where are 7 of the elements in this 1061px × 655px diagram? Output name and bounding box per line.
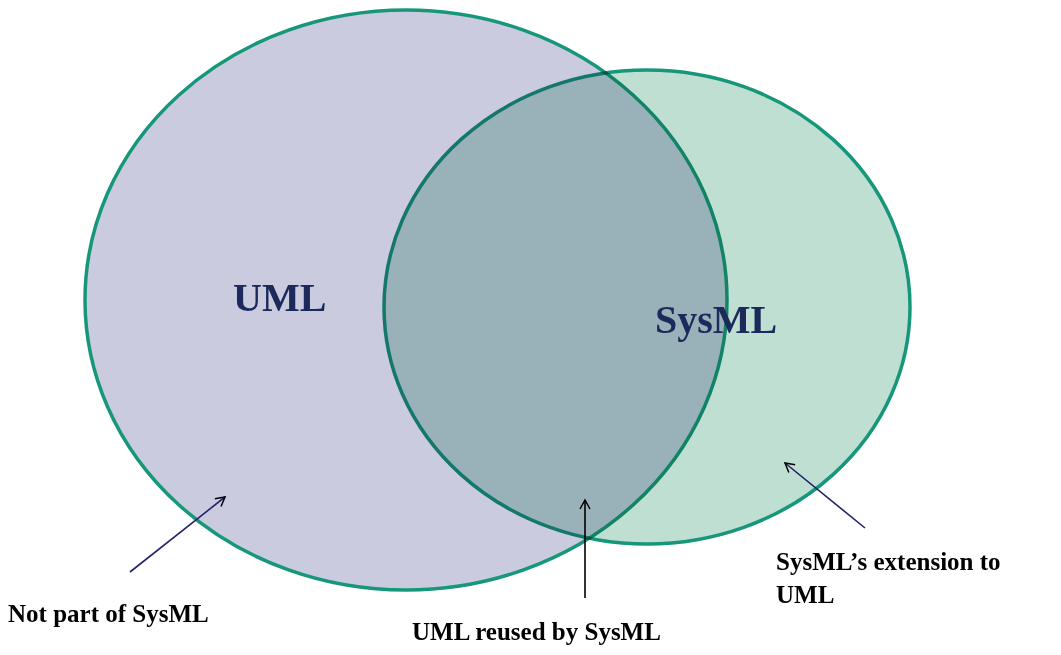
leader-arrow [579, 499, 591, 599]
leader-arrow [129, 496, 226, 573]
annotation-text: SysML’s extension to UML [776, 547, 1002, 610]
leader-arrow [784, 462, 866, 529]
set-label: UML [233, 278, 327, 318]
annotation-text: UML reused by SysML [412, 617, 662, 647]
annotation-text: Not part of SysML [8, 599, 210, 629]
